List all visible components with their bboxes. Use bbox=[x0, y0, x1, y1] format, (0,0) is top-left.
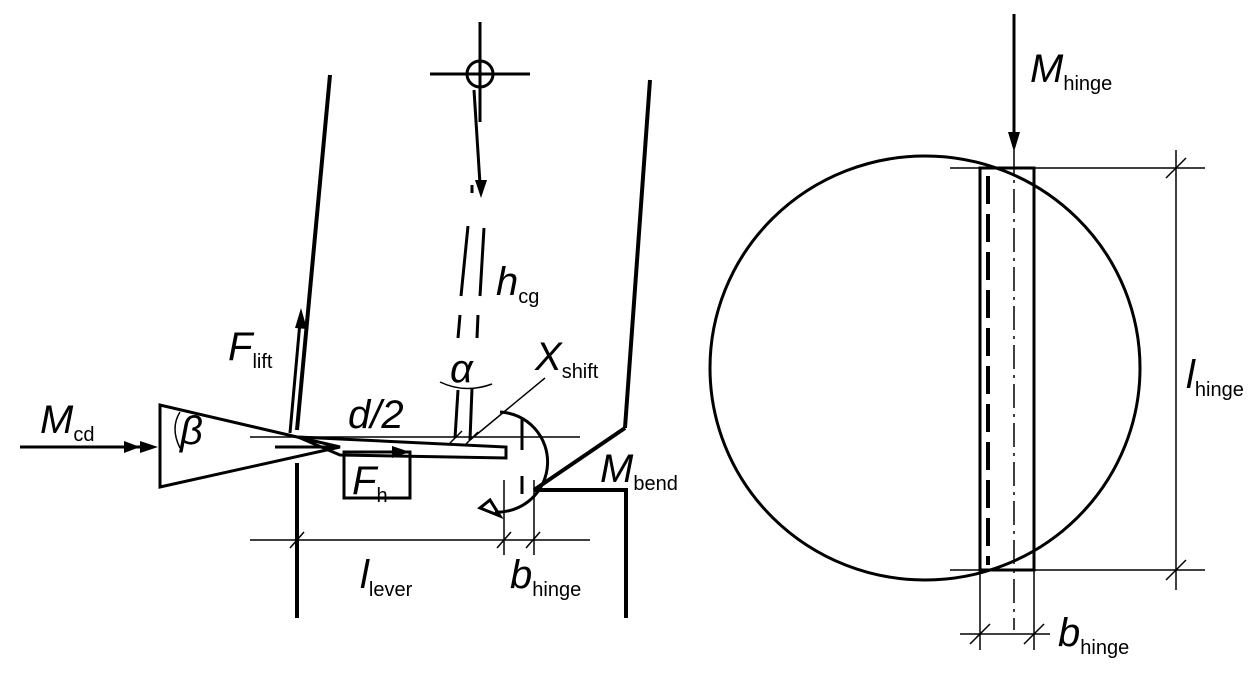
b-hinge-right-dimension bbox=[960, 570, 1050, 650]
label-l-hinge: lhinge bbox=[1186, 353, 1244, 401]
f-h-box bbox=[342, 450, 412, 500]
label-h-cg: hcg bbox=[496, 260, 539, 308]
f-h-arrow bbox=[392, 446, 410, 458]
m-bend-arc bbox=[477, 410, 550, 520]
f-lift-arrow bbox=[288, 308, 307, 434]
label-m-bend: Mbend bbox=[600, 447, 678, 495]
felling-wedge bbox=[158, 403, 341, 489]
left-figure: Mcd β Flift d/2 Fh hcg α Xshift Mbend ll… bbox=[20, 22, 678, 618]
right-figure: Mhinge lhinge bhinge bbox=[708, 14, 1244, 659]
l-hinge-dimension bbox=[950, 150, 1205, 590]
center-of-gravity-symbol bbox=[430, 22, 530, 122]
beta-angle-arc bbox=[174, 411, 181, 449]
x-shift-leader bbox=[469, 377, 546, 441]
label-m-hinge: Mhinge bbox=[1030, 47, 1112, 95]
label-alpha: α bbox=[450, 347, 474, 391]
label-d-half: d/2 bbox=[348, 393, 404, 437]
label-f-lift: Flift bbox=[228, 325, 273, 373]
trunk-left-edge bbox=[295, 74, 332, 431]
label-m-cd: Mcd bbox=[40, 398, 94, 446]
l-lever-dimension bbox=[250, 480, 590, 555]
x-shift-tick-b bbox=[465, 431, 479, 445]
label-l-lever: llever bbox=[360, 553, 413, 601]
alpha-angle bbox=[439, 381, 493, 441]
m-cd-arrow bbox=[20, 441, 158, 453]
h-cg-dimension bbox=[456, 185, 486, 339]
label-b-hinge-right: bhinge bbox=[1058, 611, 1129, 659]
label-b-hinge-left: bhinge bbox=[510, 553, 581, 601]
label-beta: β bbox=[179, 409, 203, 453]
m-hinge-arrow bbox=[1008, 14, 1020, 152]
stump-right-outline bbox=[534, 488, 628, 618]
back-cut-diagonal bbox=[532, 426, 627, 492]
lever-notch bbox=[297, 435, 508, 460]
label-x-shift: Xshift bbox=[534, 335, 599, 383]
gravity-arrow bbox=[472, 89, 487, 198]
trunk-cross-section bbox=[708, 154, 1142, 582]
trunk-right-edge bbox=[623, 79, 652, 429]
label-f-h: Fh bbox=[352, 459, 388, 507]
